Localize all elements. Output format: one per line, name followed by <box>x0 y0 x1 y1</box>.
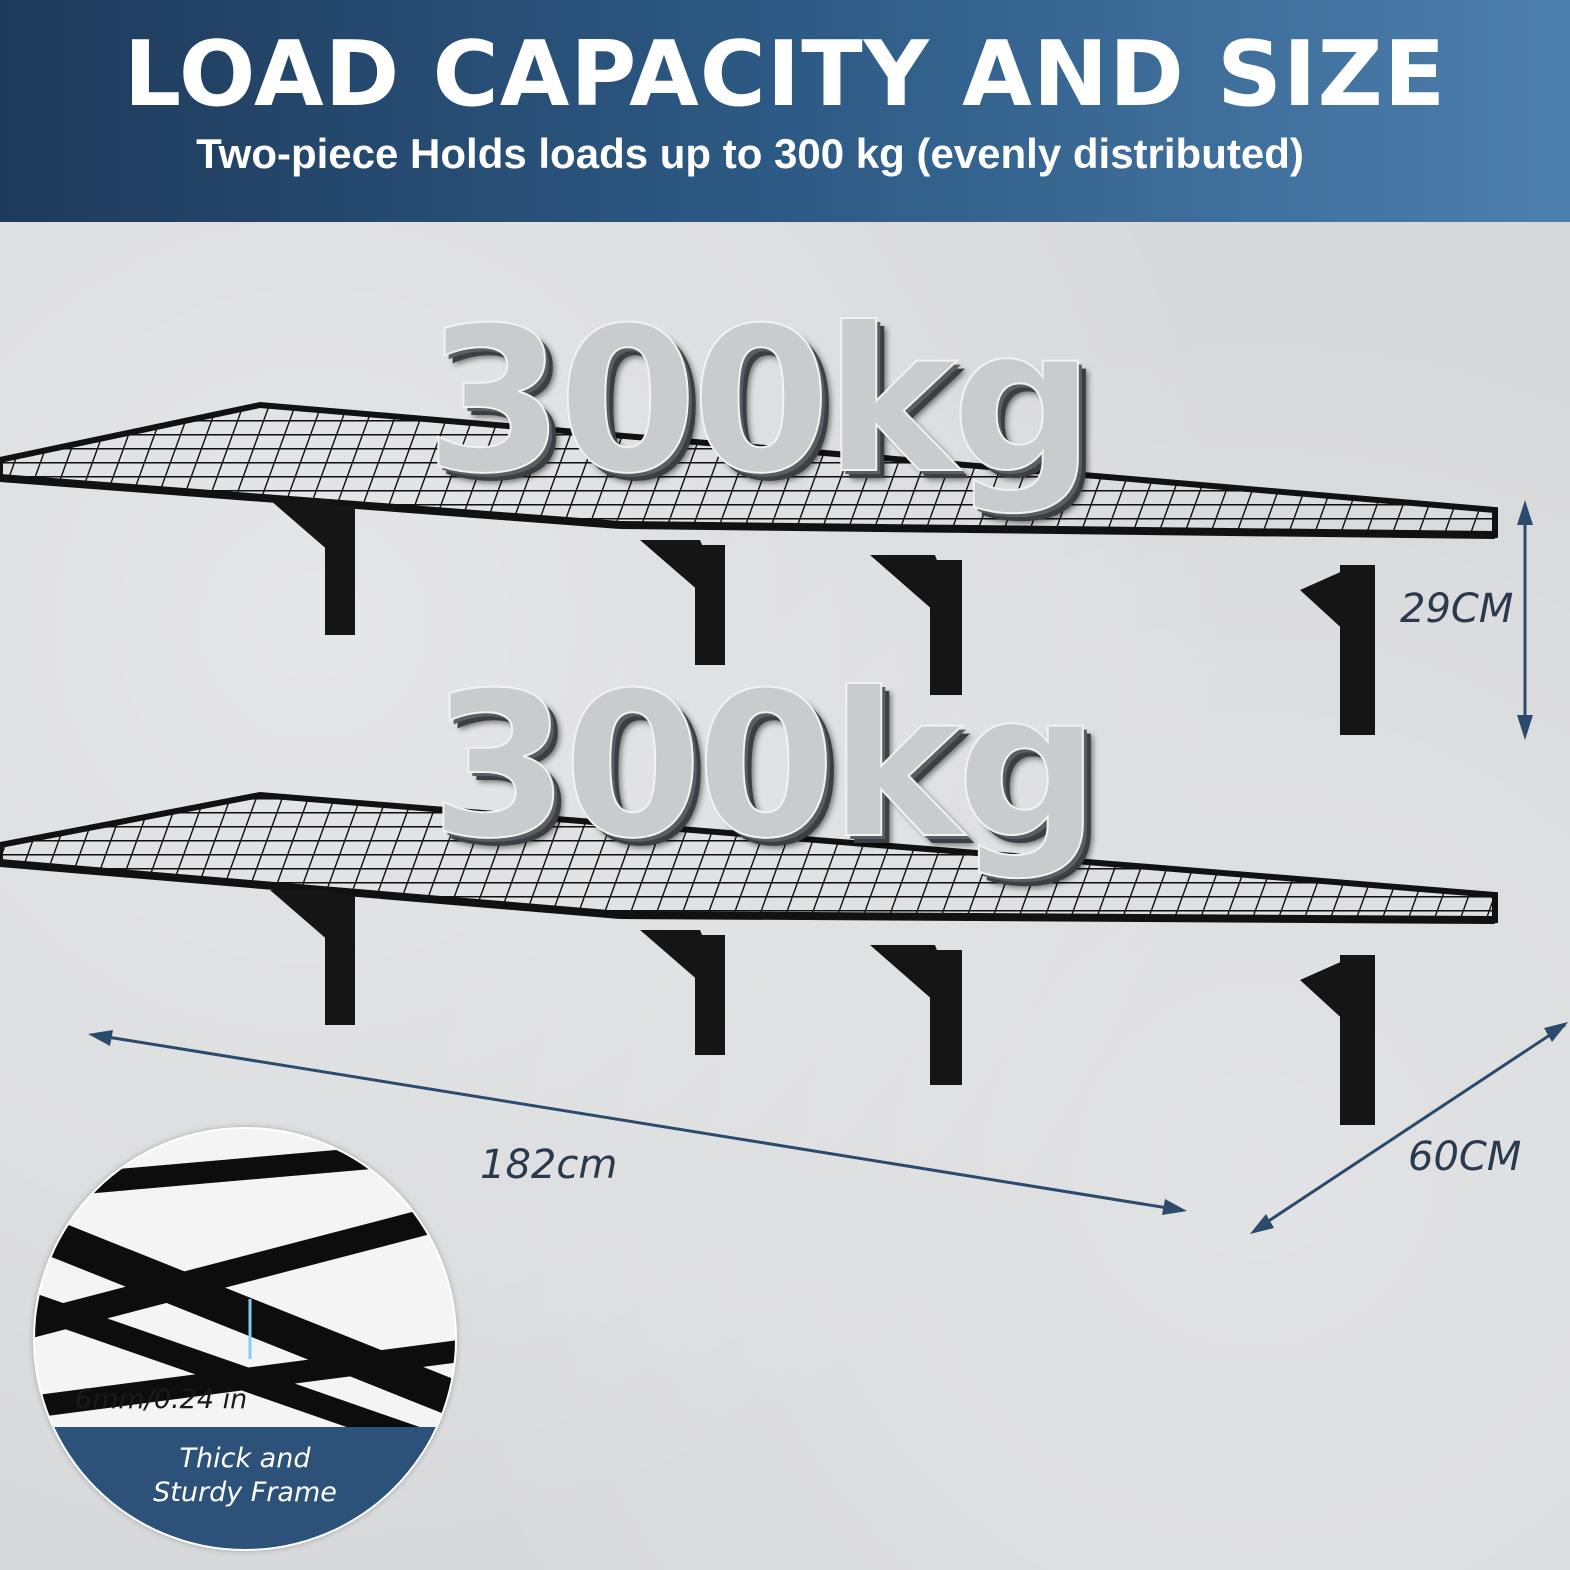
height-dimension: 29CM <box>1400 586 1514 632</box>
top-shelf <box>0 401 1498 735</box>
depth-arrow <box>1250 1022 1568 1234</box>
bottom-shelf <box>0 791 1498 1125</box>
caption-band <box>35 1427 455 1549</box>
header-banner: LOAD CAPACITY AND SIZE Two-piece Holds l… <box>0 0 1570 222</box>
length-arrow <box>88 1030 1187 1215</box>
depth-dimension: 60CM <box>1408 1134 1522 1180</box>
frame-detail-inset: 6mm/0.24 in Thick and Sturdy Frame <box>33 1127 457 1551</box>
frame-caption-line2: Sturdy Frame <box>153 1477 337 1508</box>
page-title: LOAD CAPACITY AND SIZE <box>123 22 1447 127</box>
length-dimension: 182cm <box>480 1142 618 1188</box>
frame-caption-line1: Thick and <box>179 1443 311 1474</box>
frame-caption: Thick and Sturdy Frame <box>35 1442 455 1510</box>
wire-thickness-label: 6mm/0.24 in <box>75 1384 248 1415</box>
load-label-top: 300kg <box>424 284 1096 519</box>
load-label-bottom: 300kg <box>429 649 1101 884</box>
height-arrow <box>1517 500 1533 740</box>
page-subtitle: Two-piece Holds loads up to 300 kg (even… <box>196 130 1304 177</box>
